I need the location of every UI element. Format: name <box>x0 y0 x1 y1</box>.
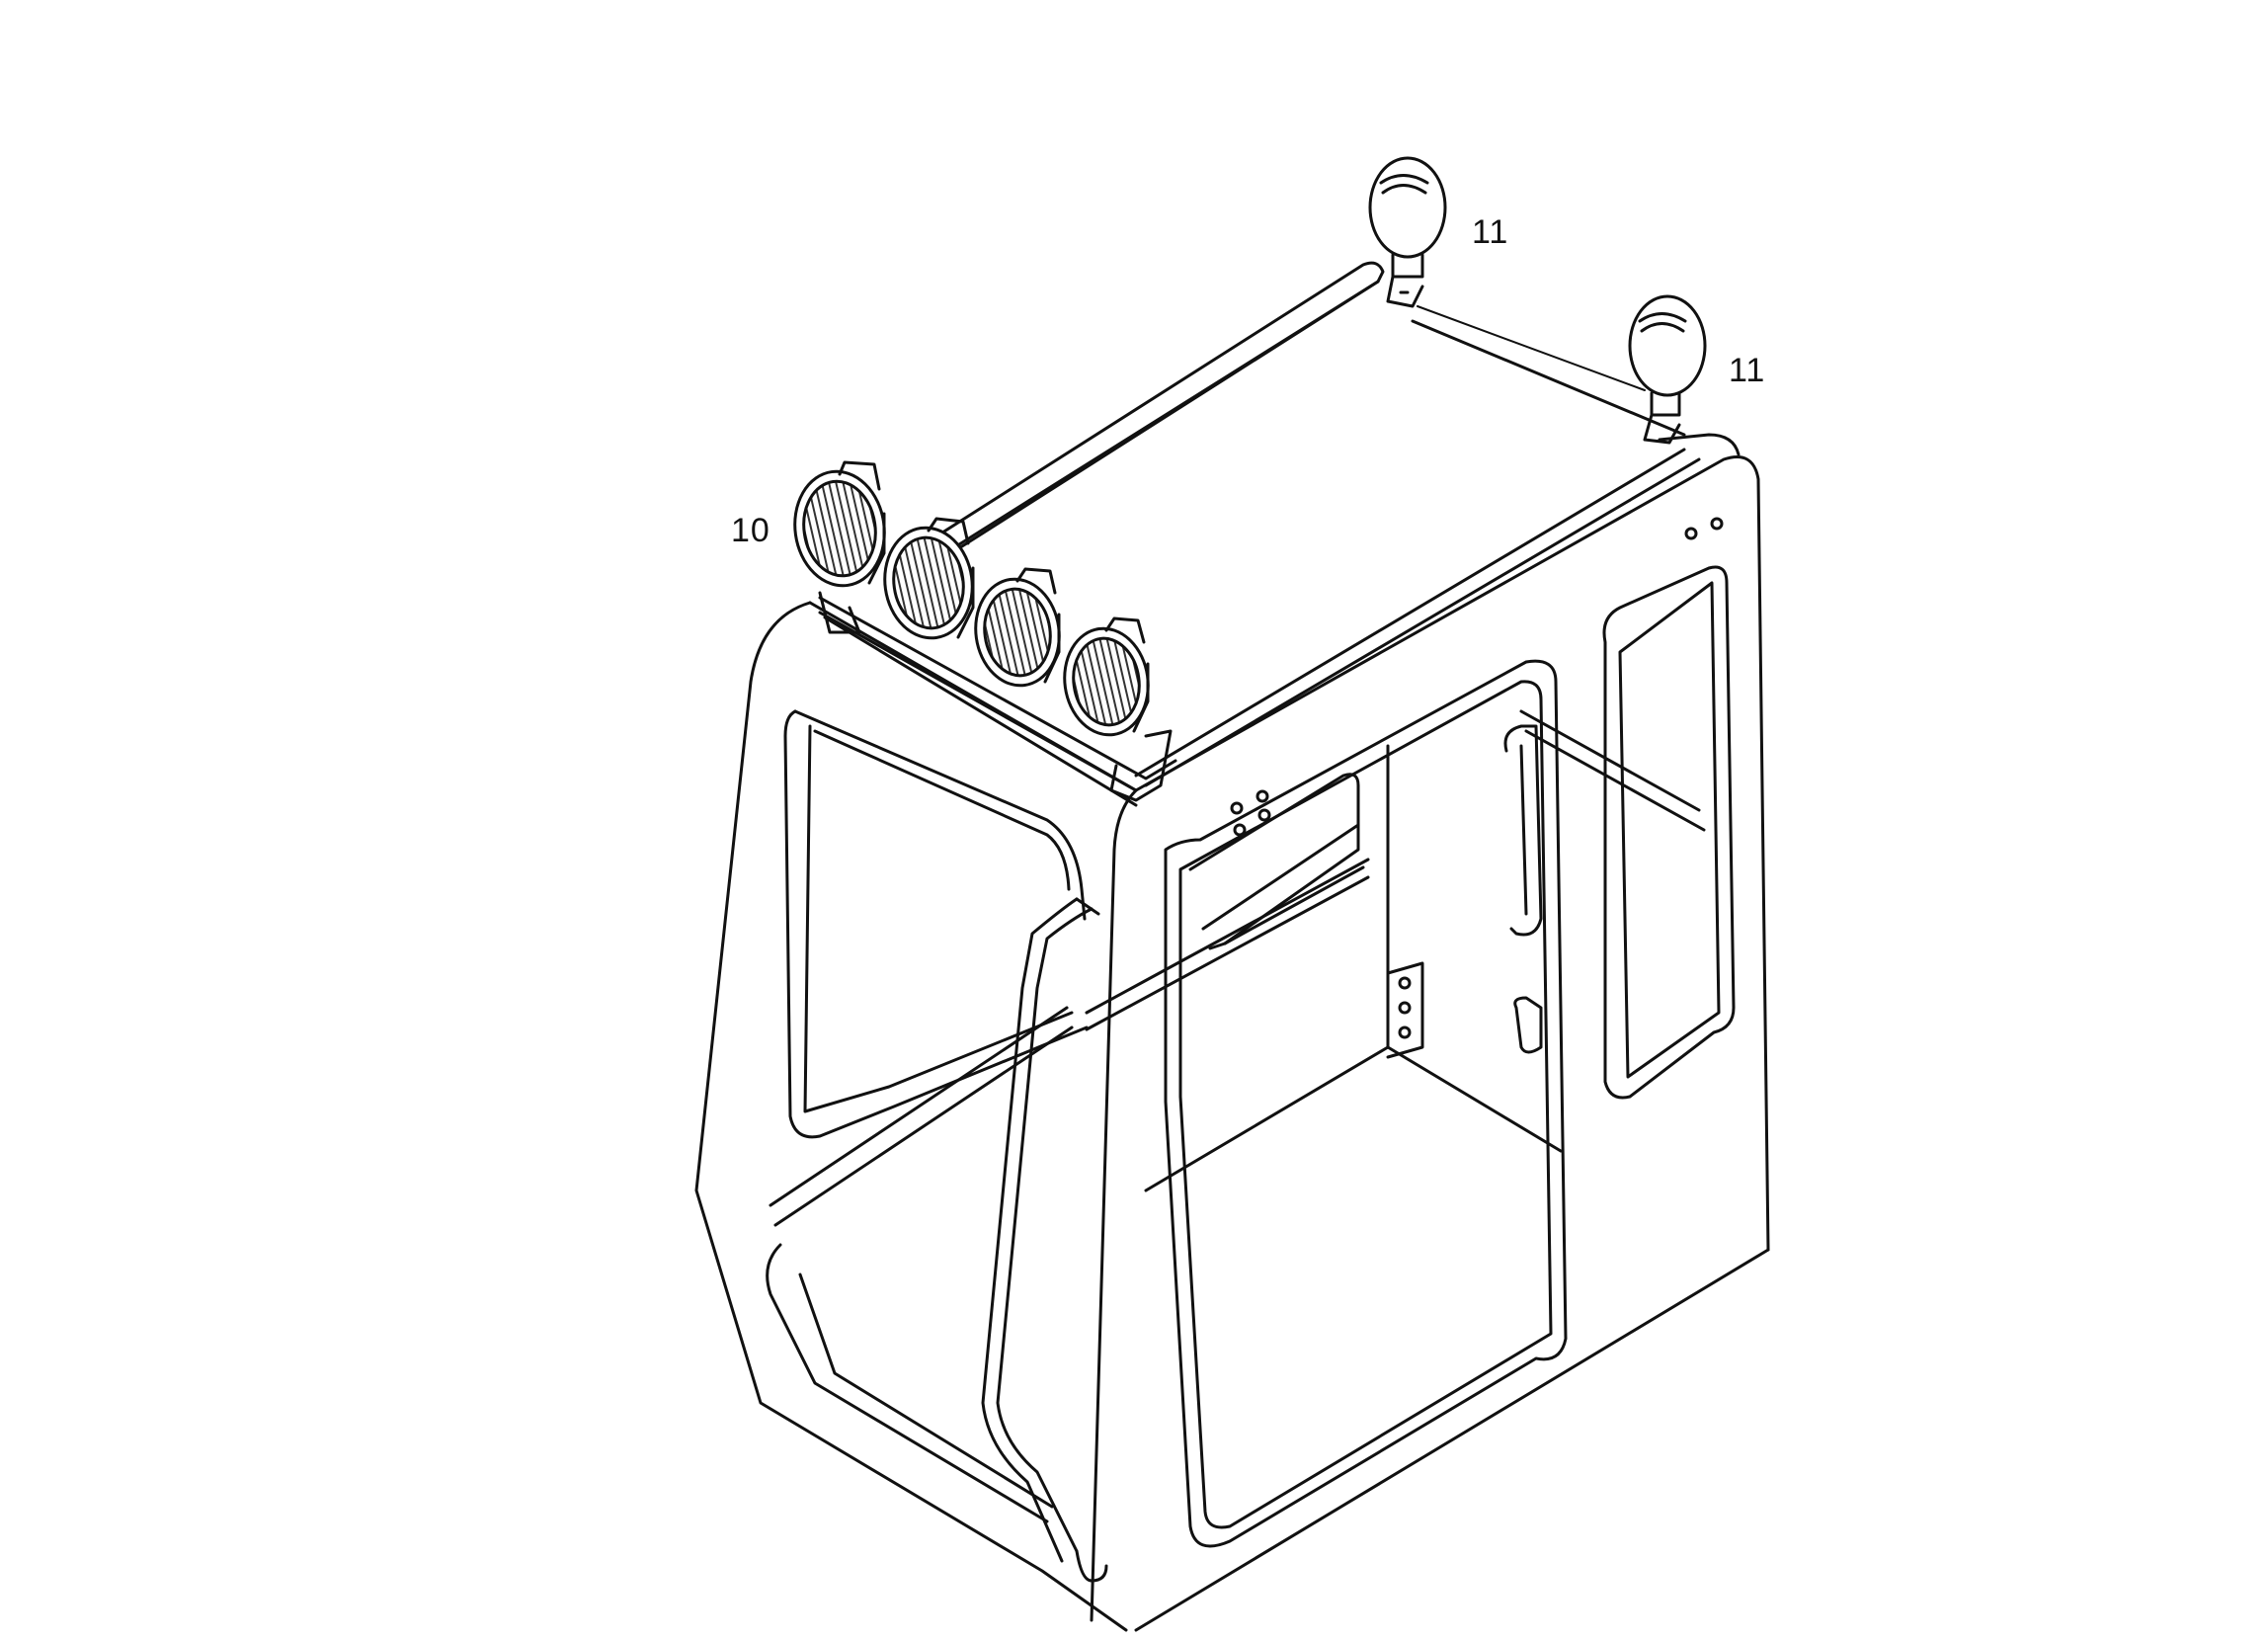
interior-structure <box>1085 709 1706 1192</box>
roof-rails <box>927 261 1741 815</box>
rear-side-window <box>1503 565 1736 1100</box>
callout-rear-lamp-upper: 11 <box>1472 213 1509 251</box>
cab-body-outline <box>694 455 1770 1632</box>
side-door-frame <box>1164 659 1568 1548</box>
work-lamp-icon <box>1063 616 1150 737</box>
work-lamp-icon <box>883 517 975 640</box>
work-lamp-icon <box>793 460 886 588</box>
callout-rear-lamp-lower: 11 <box>1729 352 1766 389</box>
work-lamp-icon <box>974 567 1061 688</box>
front-handrail <box>981 897 1108 1583</box>
front-window-frame <box>766 709 1089 1523</box>
front-lamp-bar <box>818 591 1177 802</box>
leader-line <box>1417 305 1646 391</box>
callout-front-lamp-bar: 10 <box>731 512 770 549</box>
work-lamp-icon <box>1368 156 1447 308</box>
work-lamp-icon <box>1628 294 1707 445</box>
